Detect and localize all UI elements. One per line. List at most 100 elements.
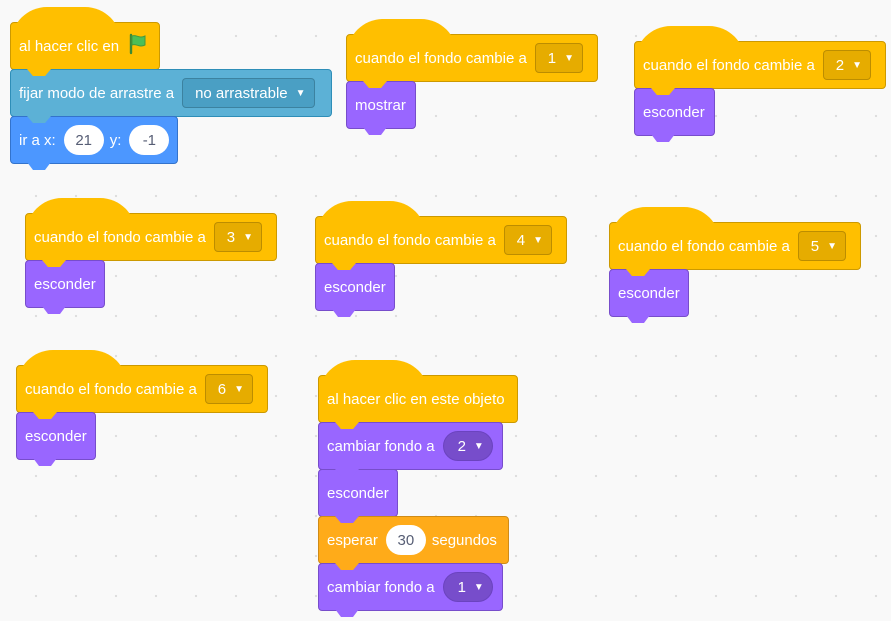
hide-block[interactable]: esconder [634,88,715,142]
when-sprite-clicked-block[interactable]: al hacer clic en este objeto [318,360,518,429]
block-label: cambiar fondo a [327,437,435,455]
block-notch [335,562,359,570]
block-label: cuando el fondo cambie a [34,228,206,246]
block-label: esconder [327,484,389,502]
block-label: mostrar [355,96,406,114]
dropdown-value: 5 [810,237,820,255]
script-backdrop-3[interactable]: cuando el fondo cambie a 3 ▼ esconder [25,197,277,314]
block-label: cuando el fondo cambie a [324,231,496,249]
hide-block[interactable]: esconder [318,469,398,523]
block-notch [332,262,356,270]
backdrop-dropdown[interactable]: 6 ▼ [204,374,254,404]
block-label: cuando el fondo cambie a [618,237,790,255]
script-green-flag[interactable]: al hacer clic en fijar modo de arrastre … [10,6,332,170]
dropdown-arrow-icon: ▼ [533,234,544,246]
block-notch [651,87,675,95]
dropdown-arrow-icon: ▼ [243,231,254,243]
block-label: esconder [643,103,705,121]
dropdown-arrow-icon: ▼ [473,581,484,593]
show-block[interactable]: mostrar [346,81,416,135]
dropdown-value: 4 [516,231,526,249]
hide-block[interactable]: esconder [25,260,105,314]
backdrop-dropdown[interactable]: 3 ▼ [213,222,263,252]
block-label: esperar [327,531,378,549]
green-flag-icon [127,33,149,59]
block-notch [33,458,57,466]
block-label: esconder [324,278,386,296]
script-backdrop-2[interactable]: cuando el fondo cambie a 2 ▼ esconder [634,25,886,142]
backdrop-dropdown[interactable]: 5 ▼ [797,231,847,261]
block-label: esconder [34,275,96,293]
block-notch [27,68,51,76]
block-label: al hacer clic en [19,37,120,55]
block-notch [626,268,650,276]
y-input[interactable]: -1 [129,125,170,155]
dropdown-value: no arrastrable [195,84,288,102]
wait-block[interactable]: esperar 30 segundos [318,516,509,570]
hide-block[interactable]: esconder [16,412,96,466]
block-label: y: [109,131,122,149]
block-notch [332,309,356,317]
switch-backdrop-block[interactable]: cambiar fondo a 2 ▼ [318,422,503,476]
block-notch [42,306,66,314]
backdrop-dropdown[interactable]: 4 ▼ [503,225,553,255]
script-backdrop-4[interactable]: cuando el fondo cambie a 4 ▼ esconder [315,200,567,317]
block-notch [363,127,387,135]
wait-seconds-input[interactable]: 30 [385,525,426,555]
when-backdrop-switches-block[interactable]: cuando el fondo cambie a 4 ▼ [315,201,567,270]
dropdown-arrow-icon: ▼ [564,52,575,64]
backdrop-dropdown[interactable]: 1 ▼ [534,43,584,73]
when-backdrop-switches-block[interactable]: cuando el fondo cambie a 3 ▼ [25,198,277,267]
script-sprite-click[interactable]: al hacer clic en este objeto cambiar fon… [318,359,518,617]
block-label: cuando el fondo cambie a [355,49,527,67]
dropdown-arrow-icon: ▼ [295,87,306,99]
dropdown-value: 1 [547,49,557,67]
block-notch [335,421,359,429]
script-backdrop-6[interactable]: cuando el fondo cambie a 6 ▼ esconder [16,349,268,466]
block-notch [27,162,51,170]
dropdown-value: 3 [226,228,236,246]
when-backdrop-switches-block[interactable]: cuando el fondo cambie a 6 ▼ [16,350,268,419]
dropdown-arrow-icon: ▼ [827,240,838,252]
block-label: esconder [25,427,87,445]
block-label: cambiar fondo a [327,578,435,596]
dropdown-value: 6 [217,380,227,398]
when-backdrop-switches-block[interactable]: cuando el fondo cambie a 1 ▼ [346,19,598,88]
dropdown-arrow-icon: ▼ [234,383,245,395]
block-notch [626,315,650,323]
block-notch [335,468,359,476]
block-label: al hacer clic en este objeto [327,390,505,408]
block-notch [27,115,51,123]
go-to-xy-block[interactable]: ir a x: 21 y: -1 [10,116,178,170]
block-notch [335,609,359,617]
hide-block[interactable]: esconder [315,263,395,317]
script-backdrop-1[interactable]: cuando el fondo cambie a 1 ▼ mostrar [346,18,598,135]
block-label: fijar modo de arrastre a [19,84,175,102]
backdrop-dropdown[interactable]: 1 ▼ [442,572,493,602]
dropdown-value: 1 [457,578,466,596]
dropdown-value: 2 [457,437,466,455]
backdrop-dropdown[interactable]: 2 ▼ [442,431,493,461]
backdrop-dropdown[interactable]: 2 ▼ [822,50,872,80]
when-backdrop-switches-block[interactable]: cuando el fondo cambie a 2 ▼ [634,26,886,95]
switch-backdrop-block[interactable]: cambiar fondo a 1 ▼ [318,563,503,617]
block-label: ir a x: [19,131,56,149]
block-label: cuando el fondo cambie a [643,56,815,74]
when-backdrop-switches-block[interactable]: cuando el fondo cambie a 5 ▼ [609,207,861,276]
hide-block[interactable]: esconder [609,269,689,323]
block-notch [335,515,359,523]
set-drag-mode-block[interactable]: fijar modo de arrastre a no arrastrable … [10,69,332,123]
block-label: esconder [618,284,680,302]
dropdown-arrow-icon: ▼ [852,59,863,71]
drag-mode-dropdown[interactable]: no arrastrable ▼ [182,78,315,108]
block-label: cuando el fondo cambie a [25,380,197,398]
x-input[interactable]: 21 [63,125,104,155]
dropdown-value: 2 [835,56,845,74]
block-label: segundos [431,531,497,549]
block-notch [42,259,66,267]
when-flag-clicked-block[interactable]: al hacer clic en [10,7,160,76]
dropdown-arrow-icon: ▼ [473,440,484,452]
script-backdrop-5[interactable]: cuando el fondo cambie a 5 ▼ esconder [609,206,861,323]
block-notch [651,134,675,142]
block-notch [363,80,387,88]
